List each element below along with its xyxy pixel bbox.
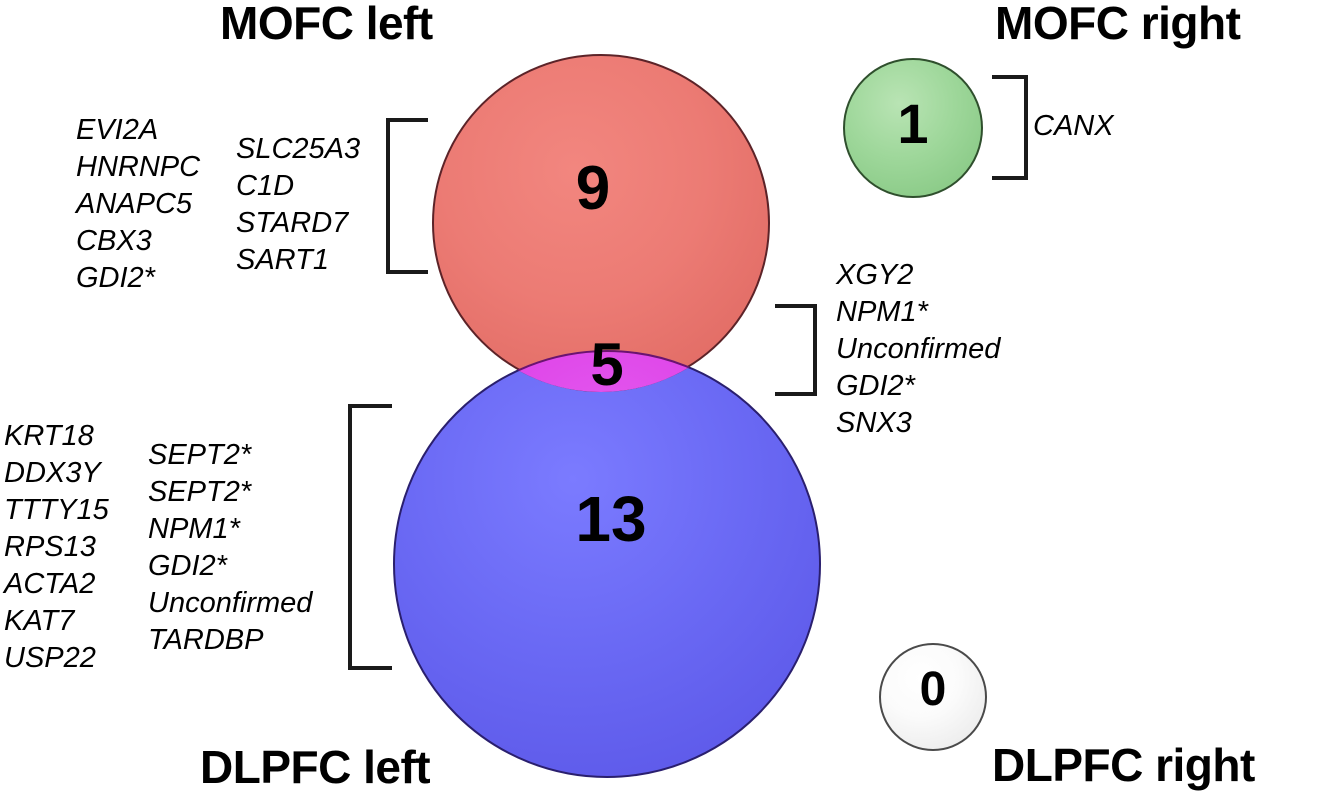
gene-label: SART1 <box>236 244 329 276</box>
gene-label: Unconfirmed <box>836 333 1001 365</box>
gene-label: SEPT2* <box>148 439 252 471</box>
bracket-mofc-right <box>992 75 1028 180</box>
gene-label: ACTA2 <box>4 568 96 600</box>
gene-label: XGY2 <box>836 259 914 291</box>
gene-list-mofc-right: CANX <box>1033 108 1114 145</box>
gene-label: GDI2* <box>76 262 155 294</box>
gene-label: RPS13 <box>4 531 96 563</box>
venn-circle-dlpfc-left <box>393 350 821 778</box>
venn-circle-mofc-right <box>843 58 983 198</box>
title-mofc-right: MOFC right <box>995 0 1241 49</box>
gene-label: KAT7 <box>4 605 75 637</box>
bracket-overlap <box>775 304 817 396</box>
gene-label: TTTY15 <box>4 494 109 526</box>
gene-label: CBX3 <box>76 225 152 257</box>
gene-label: STARD7 <box>236 207 349 239</box>
gene-label: HNRNPC <box>76 151 201 183</box>
gene-label: EVI2A <box>76 114 159 146</box>
venn-circle-mofc-left <box>432 54 770 392</box>
gene-label: SNX3 <box>836 407 912 439</box>
title-mofc-left: MOFC left <box>220 0 433 49</box>
gene-label: GDI2* <box>148 550 227 582</box>
title-dlpfc-left: DLPFC left <box>200 741 431 793</box>
gene-label: NPM1* <box>148 513 240 545</box>
bracket-dlpfc-left <box>348 404 392 670</box>
count-dlpfc-left: 13 <box>575 483 647 555</box>
gene-label: C1D <box>236 170 295 202</box>
count-overlap: 5 <box>590 331 624 398</box>
gene-label: NPM1* <box>836 296 928 328</box>
venn-circle-dlpfc-right <box>879 643 987 751</box>
gene-label: DDX3Y <box>4 457 101 489</box>
title-dlpfc-right: DLPFC right <box>992 739 1255 791</box>
gene-label: USP22 <box>4 642 96 674</box>
gene-label: SEPT2* <box>148 476 252 508</box>
count-dlpfc-right: 0 <box>919 663 947 716</box>
gene-label: KRT18 <box>4 420 94 452</box>
gene-label: SLC25A3 <box>236 133 361 165</box>
gene-label: CANX <box>1033 110 1114 142</box>
count-mofc-right: 1 <box>897 92 929 155</box>
gene-label: Unconfirmed <box>148 587 313 619</box>
gene-label: TARDBP <box>148 624 264 656</box>
count-mofc-left: 9 <box>575 154 611 223</box>
gene-label: ANAPC5 <box>76 188 193 220</box>
bracket-mofc-left <box>386 118 428 274</box>
gene-label: GDI2* <box>836 370 915 402</box>
